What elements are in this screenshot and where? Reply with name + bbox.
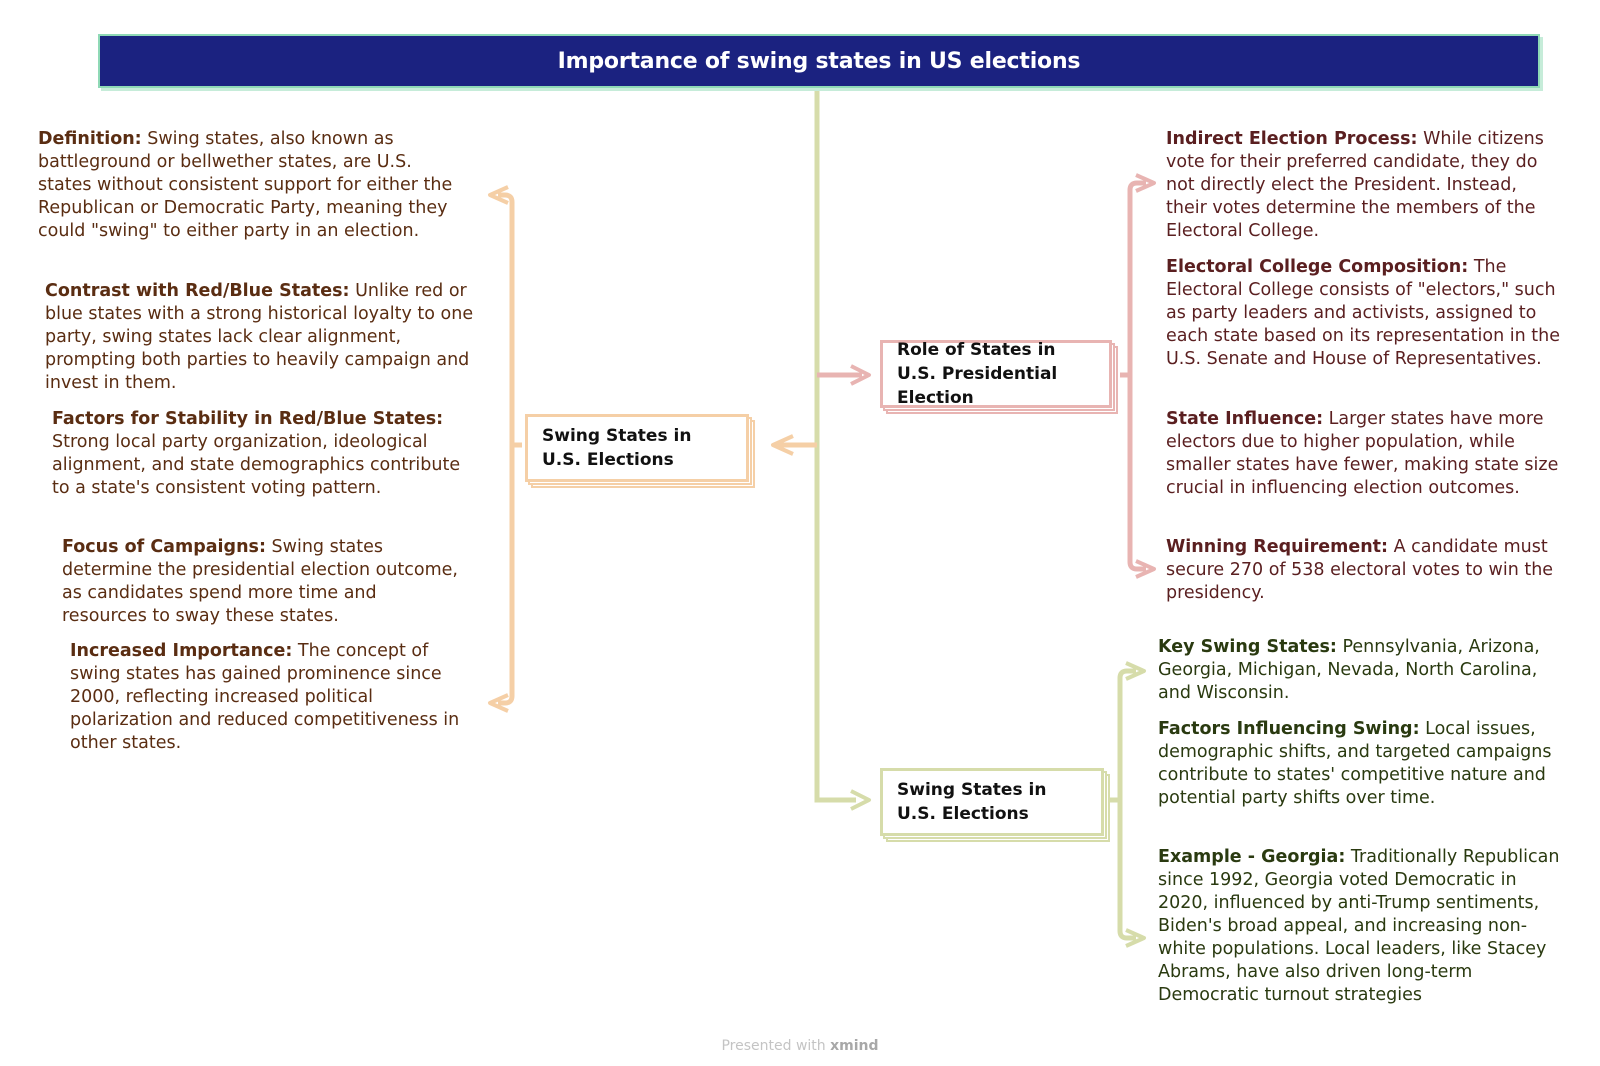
arrow-right-bottom-topic: [850, 789, 871, 811]
note-definition[interactable]: Definition: Swing states, also known as …: [38, 129, 453, 241]
arrow-left-topic: [771, 434, 794, 456]
title-bar[interactable]: Importance of swing states in US electio…: [98, 34, 1540, 88]
note-contrast[interactable]: Contrast with Red/Blue States: Unlike re…: [45, 281, 474, 393]
topic-right-top-label: Role of States in U.S. Presidential Elec…: [880, 340, 1112, 408]
note-increased-importance[interactable]: Increased Importance: The concept of swi…: [70, 641, 460, 753]
right-top-bracket-arrow-bottom: [1135, 559, 1156, 579]
note-example-georgia[interactable]: Example - Georgia: Traditionally Republi…: [1158, 847, 1560, 1005]
note-winning-requirement[interactable]: Winning Requirement: A candidate must se…: [1166, 537, 1554, 603]
note-indirect-election[interactable]: Indirect Election Process: While citizen…: [1166, 129, 1544, 241]
note-factors-influencing[interactable]: Factors Influencing Swing: Local issues,…: [1158, 719, 1552, 808]
right-bottom-bracket-arrow-bottom: [1125, 928, 1146, 948]
page-title: Importance of swing states in US electio…: [557, 48, 1081, 74]
note-key-swing-states[interactable]: Key Swing States: Pennsylvania, Arizona,…: [1158, 637, 1540, 703]
note-focus-campaigns[interactable]: Focus of Campaigns: Swing states determi…: [62, 537, 458, 626]
topic-right-bottom-label: Swing States in U.S. Elections: [880, 768, 1104, 836]
right-bottom-bracket: [1110, 668, 1136, 941]
left-bracket-arrow-bottom: [488, 693, 509, 713]
right-bottom-bracket-arrow-top: [1125, 661, 1146, 681]
topic-right-bottom[interactable]: Swing States in U.S. Elections: [880, 768, 1110, 842]
topic-right-top[interactable]: Role of States in U.S. Presidential Elec…: [880, 340, 1118, 414]
note-factors-stability[interactable]: Factors for Stability in Red/Blue States…: [52, 409, 461, 498]
arrow-right-top-topic: [850, 364, 871, 386]
footer-brand: xmind: [830, 1038, 879, 1054]
note-state-influence[interactable]: State Influence: Larger states have more…: [1166, 409, 1559, 498]
topic-left-label: Swing States in U.S. Elections: [525, 414, 749, 482]
footer-branding: Presented with xmind: [721, 1038, 879, 1054]
right-top-bracket-arrow-top: [1135, 173, 1156, 193]
topic-left[interactable]: Swing States in U.S. Elections: [525, 414, 755, 488]
trunk-line: [814, 86, 856, 803]
right-top-bracket: [1120, 180, 1146, 572]
left-bracket-arrow-top: [488, 185, 509, 205]
left-bracket: [498, 192, 522, 706]
note-electoral-composition[interactable]: Electoral College Composition: The Elect…: [1166, 257, 1560, 369]
